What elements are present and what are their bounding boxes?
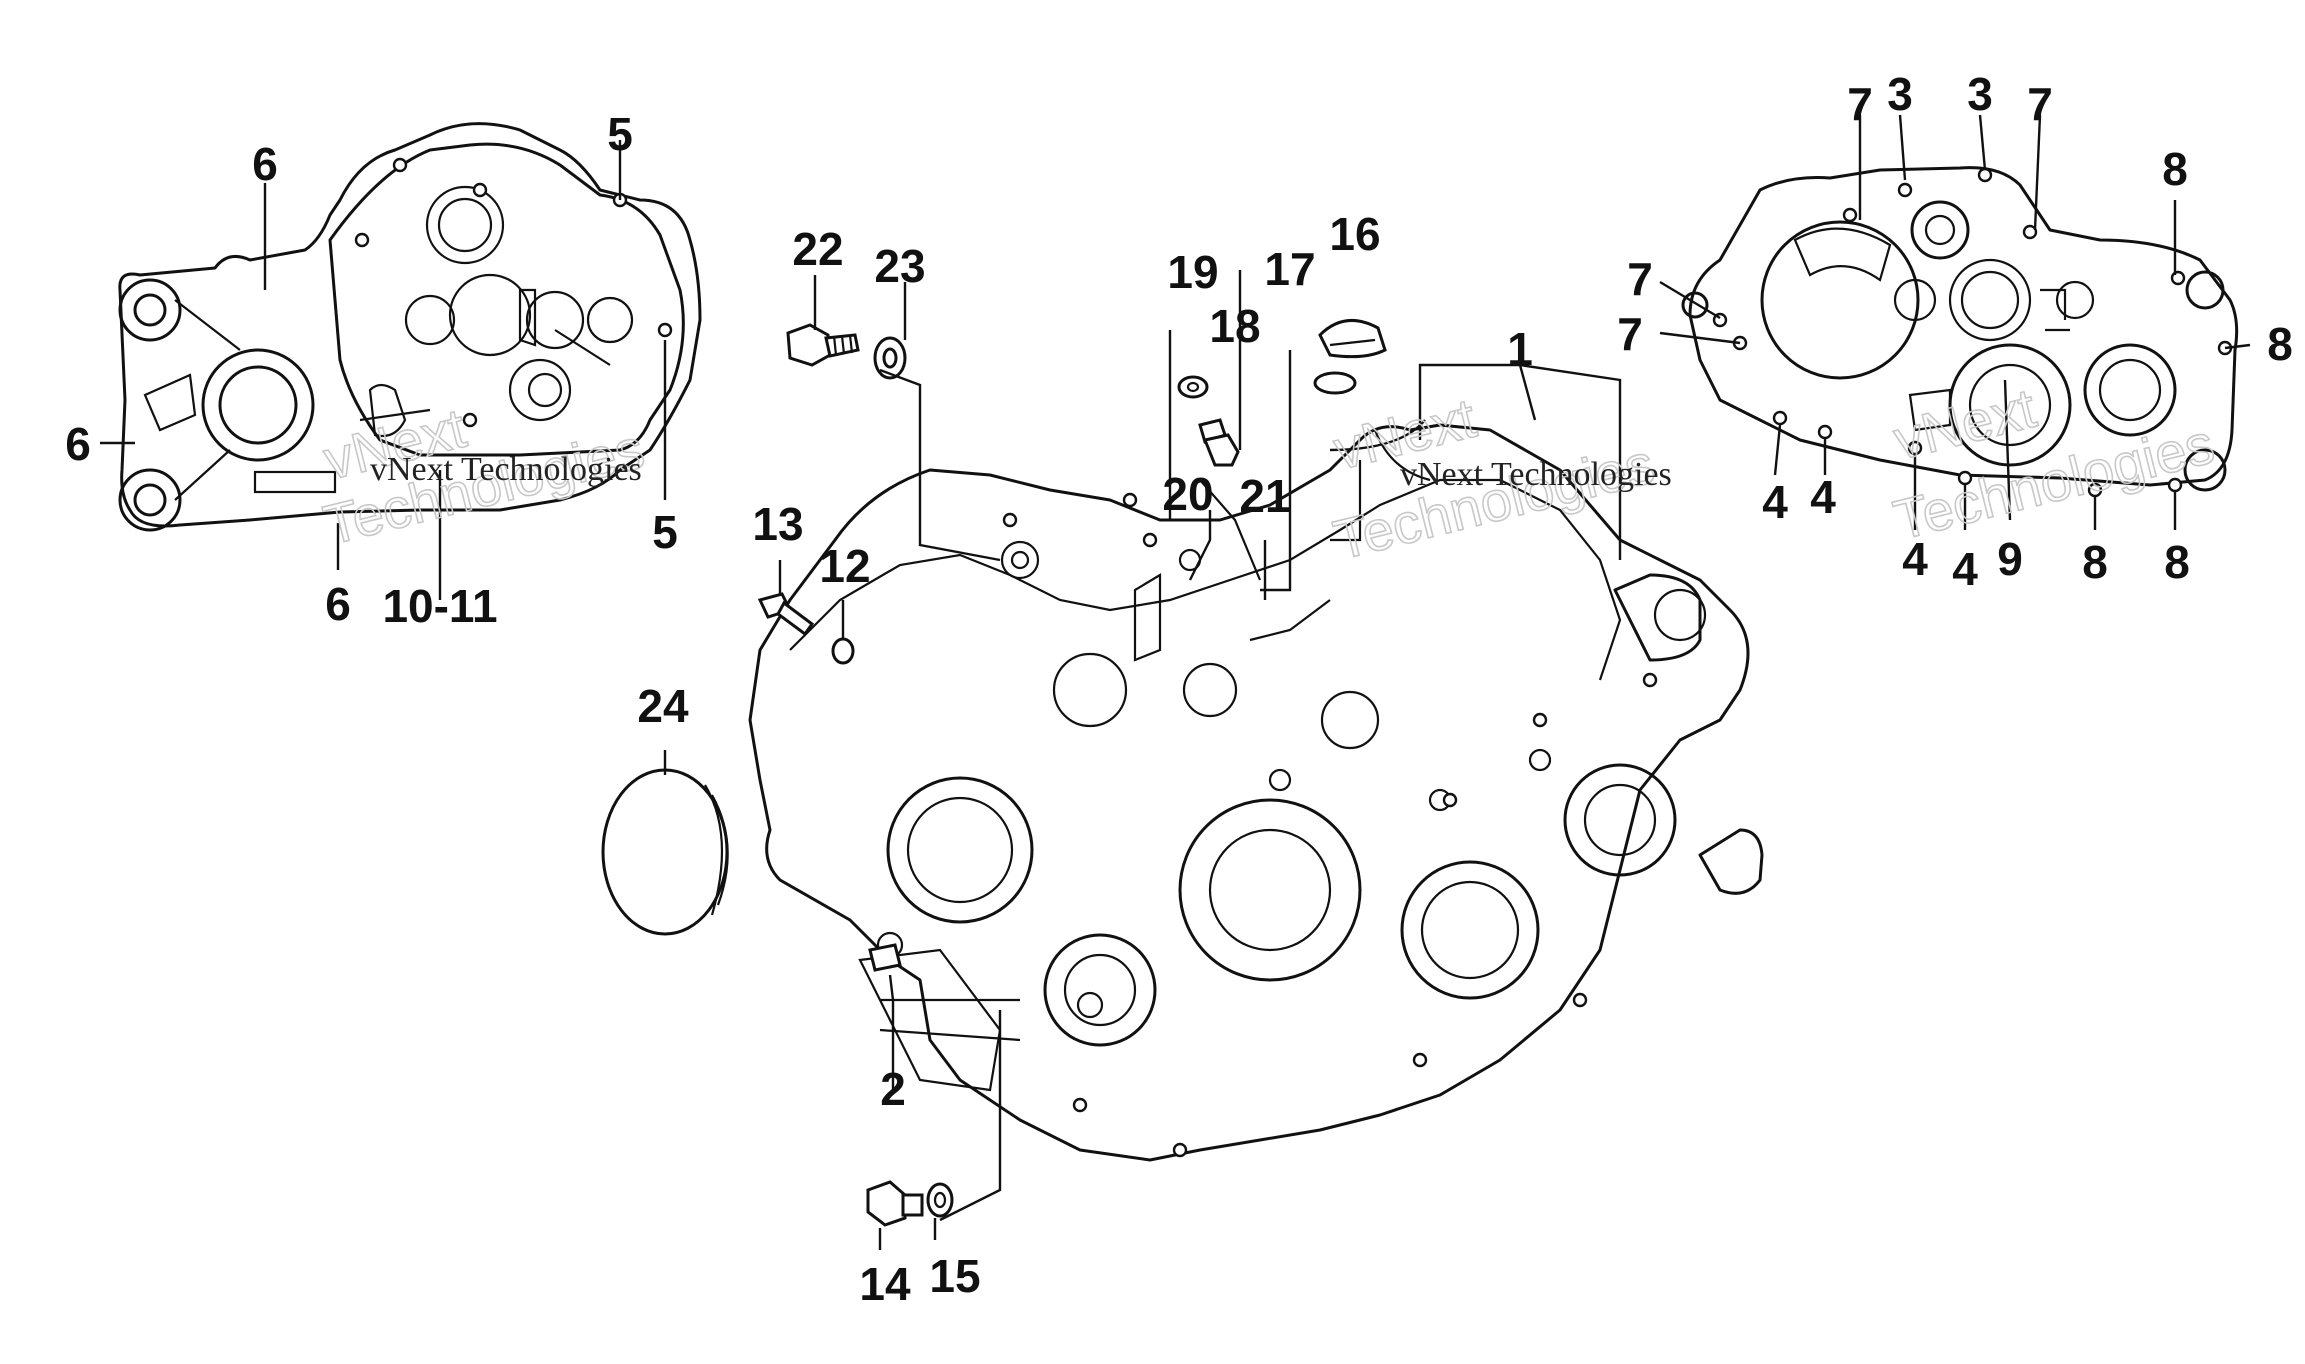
part-18-bolt (1198, 418, 1240, 467)
part-label-14: 14 (859, 1258, 911, 1310)
part-label-4: 4 (1952, 543, 1978, 595)
part-label-8: 8 (2164, 536, 2190, 588)
part-label-8: 8 (2082, 536, 2108, 588)
part-label-21: 21 (1239, 470, 1290, 522)
part-label-7: 7 (1627, 253, 1653, 305)
part-label-5: 5 (652, 506, 678, 558)
part-label-9: 9 (1997, 533, 2023, 585)
part-15-washer (926, 1182, 954, 1218)
part-label-7: 7 (1617, 308, 1643, 360)
leader-lines (100, 114, 2251, 1250)
part-label-18: 18 (1209, 300, 1260, 352)
part-label-22: 22 (792, 223, 843, 275)
part-label-20: 20 (1162, 468, 1213, 520)
part-2-dowel (868, 943, 902, 972)
part-label-3: 3 (1887, 68, 1913, 120)
part-24-cover-plug (601, 768, 729, 936)
left-crankcase-cover (118, 122, 702, 532)
part-14-drain-bolt (866, 1180, 924, 1227)
part-label-2: 2 (880, 1063, 906, 1115)
part-label-19: 19 (1167, 246, 1218, 298)
part-label-16: 16 (1329, 208, 1380, 260)
part-label-8: 8 (2267, 318, 2293, 370)
part-label-15: 15 (929, 1250, 980, 1302)
part-label-23: 23 (874, 240, 925, 292)
part-label-24: 24 (637, 680, 689, 732)
main-crankcase (748, 423, 1764, 1162)
part-label-13: 13 (752, 498, 803, 550)
part-16-plug (1318, 318, 1387, 359)
part-label-7: 7 (2027, 78, 2053, 130)
part-label-4: 4 (1902, 533, 1928, 585)
part-label-4: 4 (1762, 476, 1788, 528)
part-label-6: 6 (252, 138, 278, 190)
part-label-4: 4 (1810, 471, 1836, 523)
part-label-5: 5 (607, 108, 633, 160)
part-label-6: 6 (65, 418, 91, 470)
part-labels: 6 6 6 5 5 10-11 22 23 13 12 24 2 14 15 1… (65, 68, 2293, 1310)
part-label-1: 1 (1507, 323, 1533, 375)
watermark-text-left: vNext Technologies (370, 451, 642, 488)
part-label-12: 12 (819, 540, 870, 592)
part-label-3: 3 (1967, 68, 1993, 120)
part-label-6: 6 (325, 578, 351, 630)
part-23-washer (873, 336, 907, 380)
part-label-7: 7 (1847, 78, 1873, 130)
part-12-washer (831, 637, 855, 665)
part-22-bolt (786, 323, 860, 367)
part-label-10-11: 10-11 (382, 580, 497, 632)
right-crankcase-cover (1681, 166, 2239, 498)
watermark-text-center: vNext Technologies (1400, 456, 1672, 493)
part-19-washer (1177, 375, 1209, 399)
part-label-8: 8 (2162, 143, 2188, 195)
part-17-ring (1313, 371, 1357, 395)
part-13-sensor (757, 592, 815, 637)
part-label-17: 17 (1264, 243, 1315, 295)
